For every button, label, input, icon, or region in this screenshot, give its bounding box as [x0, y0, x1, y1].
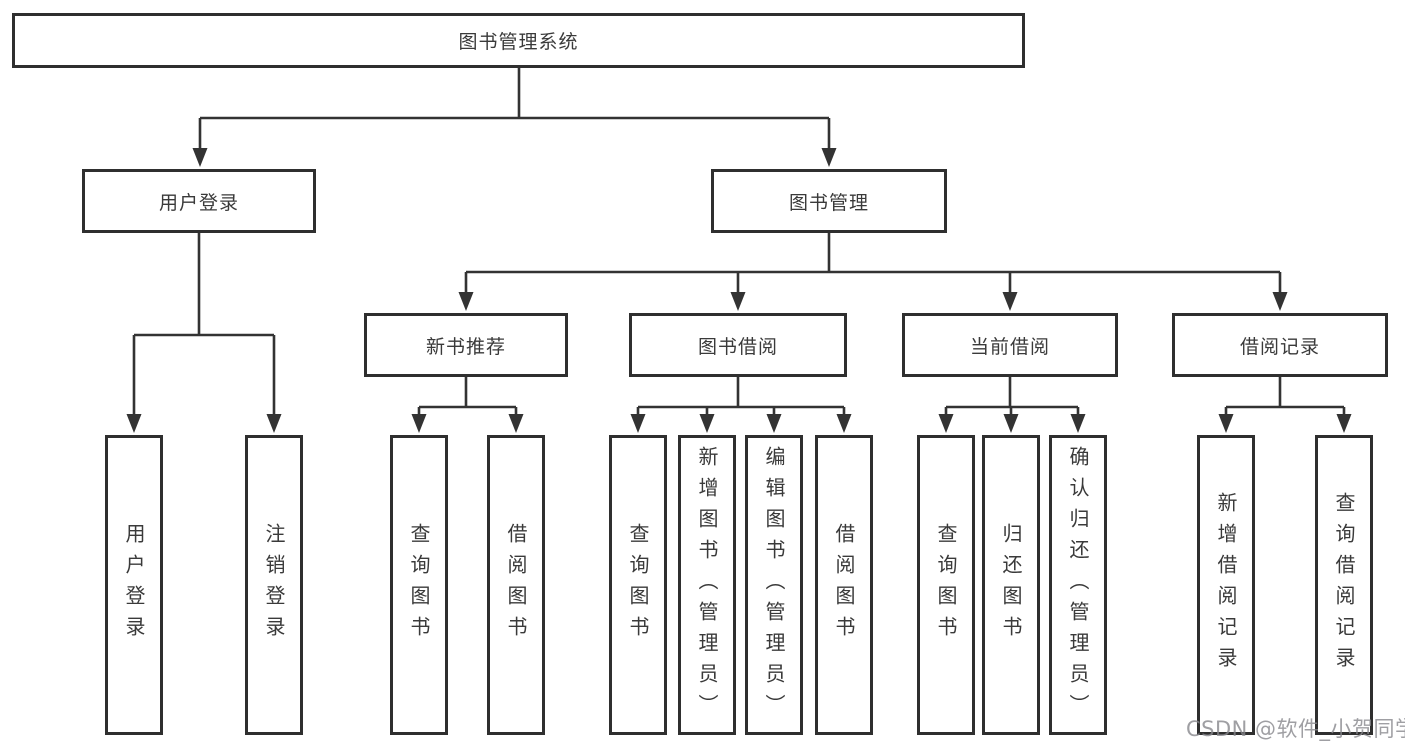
- node-logout: 注销登录: [245, 435, 303, 735]
- node-label: 借阅记录: [1239, 335, 1320, 358]
- node-book-borrowing: 图书借阅: [629, 313, 847, 377]
- node-query-books-borrowing: 查询图书: [609, 435, 667, 735]
- node-label: 查询图书: [407, 523, 431, 647]
- node-label: 新增借阅记录: [1214, 492, 1238, 678]
- node-label: 编辑图书（管理员）: [762, 445, 786, 725]
- node-book-management-system: 图书管理系统: [12, 13, 1025, 68]
- node-book-management: 图书管理: [711, 169, 947, 233]
- node-label: 新书推荐: [425, 335, 506, 358]
- node-label: 确认归还（管理员）: [1066, 445, 1090, 725]
- node-add-books-admin: 新增图书（管理员）: [678, 435, 736, 735]
- node-label: 查询图书: [934, 523, 958, 647]
- node-return-books: 归还图书: [982, 435, 1040, 735]
- node-label: 新增图书（管理员）: [695, 445, 719, 725]
- node-label: 注销登录: [262, 523, 286, 647]
- node-edit-books-admin: 编辑图书（管理员）: [745, 435, 803, 735]
- node-label: 借阅图书: [832, 523, 856, 647]
- node-label: 用户登录: [158, 191, 239, 214]
- node-label: 借阅图书: [504, 523, 528, 647]
- node-query-books-recommend: 查询图书: [390, 435, 448, 735]
- csdn-watermark: CSDN @软件_小贺同学: [1186, 717, 1405, 741]
- node-label: 查询图书: [626, 523, 650, 647]
- node-label: 图书借阅: [697, 335, 778, 358]
- node-borrow-books-recommend: 借阅图书: [487, 435, 545, 735]
- node-add-borrow-record: 新增借阅记录: [1197, 435, 1255, 735]
- node-user-login: 用户登录: [82, 169, 316, 233]
- node-new-book-recommend: 新书推荐: [364, 313, 568, 377]
- node-query-borrow-record: 查询借阅记录: [1315, 435, 1373, 735]
- node-borrow-books-borrowing: 借阅图书: [815, 435, 873, 735]
- node-label: 当前借阅: [969, 335, 1050, 358]
- node-label: 用户登录: [122, 523, 146, 647]
- node-user-login-leaf: 用户登录: [105, 435, 163, 735]
- node-confirm-return-admin: 确认归还（管理员）: [1049, 435, 1107, 735]
- node-label: 图书管理: [788, 191, 869, 214]
- node-current-borrowing: 当前借阅: [902, 313, 1118, 377]
- node-label: 查询借阅记录: [1332, 492, 1356, 678]
- node-label: 图书管理系统: [458, 31, 579, 53]
- node-query-books-current: 查询图书: [917, 435, 975, 735]
- node-borrowing-records: 借阅记录: [1172, 313, 1388, 377]
- node-label: 归还图书: [999, 523, 1023, 647]
